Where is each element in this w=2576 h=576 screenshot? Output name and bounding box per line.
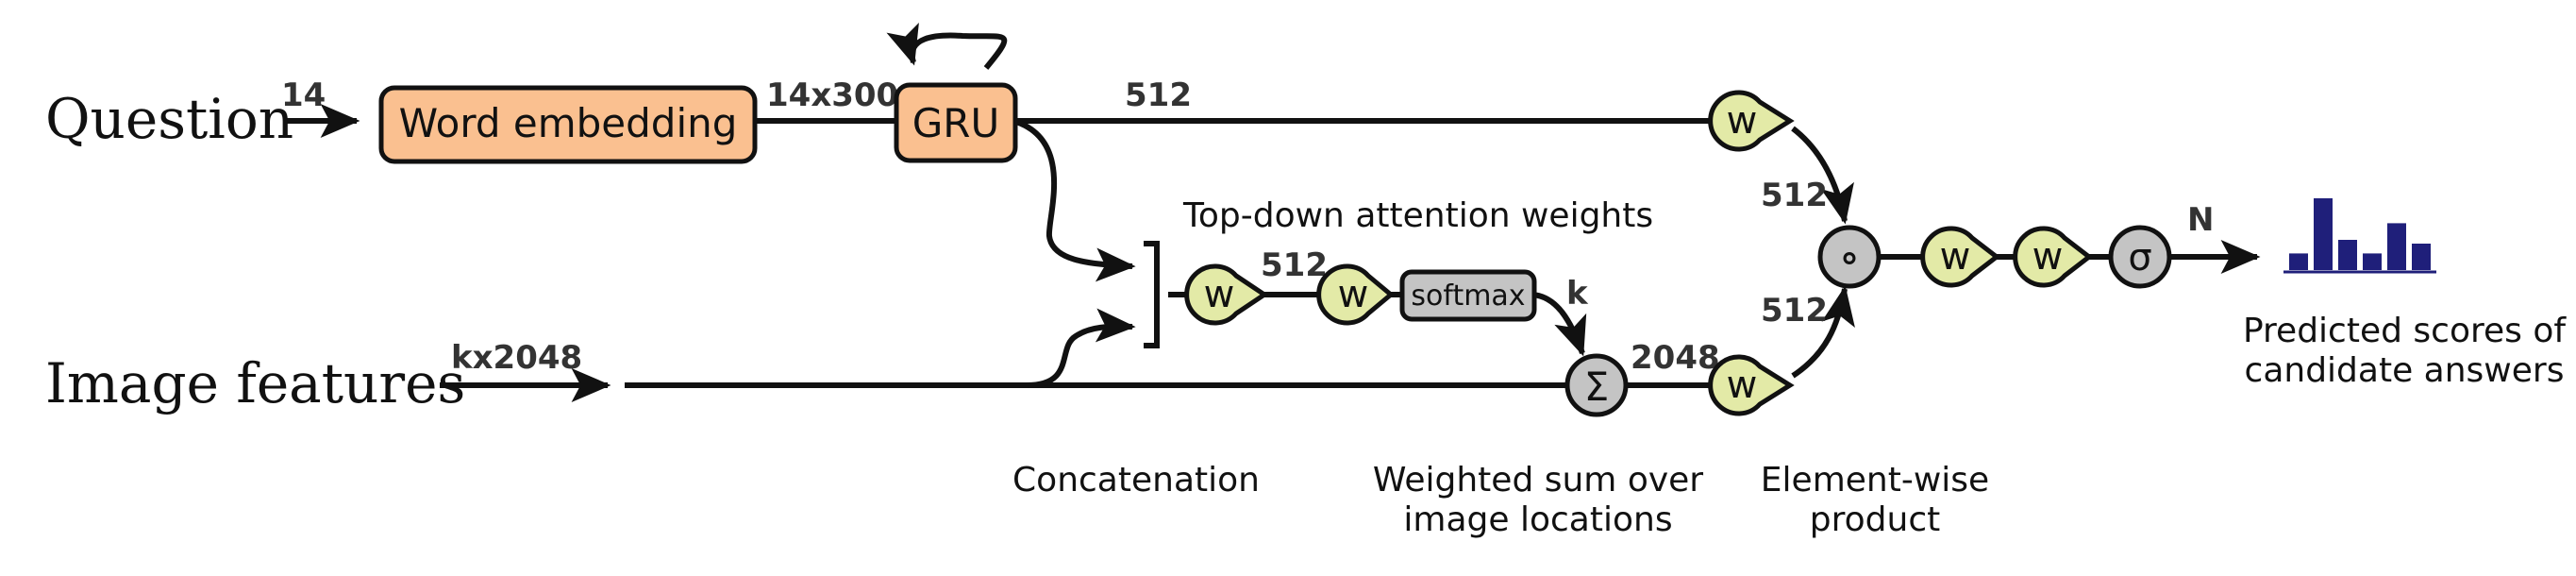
gru-recurrent-loop <box>886 23 1008 70</box>
weighted-sum-caption-line1: Weighted sum over <box>1373 461 1703 500</box>
dim-weighted-sum-output: 2048 <box>1631 339 1720 377</box>
weighted-sum-circle <box>1564 353 1629 417</box>
score-bar-4 <box>2363 253 2382 270</box>
softmax-label: softmax <box>1411 280 1525 313</box>
concatenation-bracket <box>1144 241 1160 348</box>
question-label: Question <box>45 87 293 151</box>
edges <box>283 23 2261 402</box>
classifier-w4-node: w <box>2013 226 2094 288</box>
image-features-label: Image features <box>45 351 465 415</box>
dim-question-projection: 512 <box>1761 177 1828 214</box>
dim-softmax-output: k <box>1566 275 1589 313</box>
softmax-node: softmax <box>1399 269 1537 322</box>
edge-image-projection-product <box>1791 285 1855 379</box>
score-bar-1 <box>2289 253 2308 270</box>
predicted-caption-line2: candidate answers <box>2245 351 2565 390</box>
classifier-w3-shape <box>1920 226 2001 288</box>
dim-gru-output: 512 <box>1125 76 1192 114</box>
labels: Question Image features 14 14x300 512 kx… <box>45 76 2567 539</box>
edge-question-projection-product <box>1791 126 1854 225</box>
score-bar-6 <box>2412 244 2431 270</box>
word-embedding-node: Word embedding <box>378 85 758 164</box>
weighted-sum-node: Σ <box>1564 353 1629 417</box>
classifier-w4-label: w <box>2032 235 2064 279</box>
dim-question-length: 14 <box>281 76 326 114</box>
sigmoid-node: σ <box>2108 225 2172 289</box>
gru-node: GRU <box>894 82 1018 163</box>
attention-weights-caption: Top-down attention weights <box>1182 196 1653 235</box>
classifier-w4-shape <box>2013 226 2094 288</box>
image-projection-node: w <box>1708 354 1795 416</box>
predicted-scores-bars <box>2283 198 2436 274</box>
elementwise-product-node: ∘ <box>1817 225 1882 289</box>
word-embedding-label: Word embedding <box>399 100 738 146</box>
dim-image-projection: 512 <box>1761 292 1828 330</box>
concatenation-caption: Concatenation <box>1012 461 1260 500</box>
score-bar-5 <box>2387 223 2406 270</box>
edge-gru-concat <box>1012 118 1136 282</box>
dim-attention-hidden: 512 <box>1261 246 1328 284</box>
score-bar-2 <box>2314 198 2333 270</box>
attention-w2-node: w <box>1316 263 1395 326</box>
word-embedding-box <box>378 85 758 164</box>
edge-softmax-sum <box>1531 292 1587 357</box>
elementwise-product-label: ∘ <box>1837 236 1861 280</box>
image-projection-label: w <box>1727 364 1758 407</box>
question-projection-node: w <box>1708 90 1795 152</box>
edge-image-concat <box>1026 308 1136 388</box>
weighted-sum-caption-line2: image locations <box>1403 500 1672 539</box>
question-projection-shape <box>1708 90 1795 152</box>
predicted-caption-line1: Predicted scores of <box>2243 312 2567 350</box>
classifier-w3-label: w <box>1940 235 1971 279</box>
score-bar-3 <box>2338 240 2357 270</box>
softmax-box <box>1399 269 1537 322</box>
elementwise-caption-line1: Element-wise <box>1761 461 1989 500</box>
image-projection-shape <box>1708 354 1795 416</box>
nodes: Word embedding GRU w w w w w <box>378 82 2172 417</box>
attention-w1-label: w <box>1204 273 1235 316</box>
dim-image-input: kx2048 <box>451 339 582 377</box>
elementwise-caption-line2: product <box>1810 500 1940 539</box>
attention-w1-shape <box>1184 263 1269 326</box>
attention-w1-node: w <box>1184 263 1269 326</box>
dim-classifier-output: N <box>2187 201 2214 239</box>
classifier-w3-node: w <box>1920 226 2001 288</box>
gru-box <box>894 82 1018 163</box>
sigmoid-label: σ <box>2128 236 2151 280</box>
attention-w2-shape <box>1316 263 1395 326</box>
dim-embedding-output: 14x300 <box>766 76 898 114</box>
weighted-sum-label: Σ <box>1584 364 1610 410</box>
question-projection-label: w <box>1727 99 1758 143</box>
gru-label: GRU <box>912 100 999 146</box>
elementwise-product-circle <box>1817 225 1882 289</box>
attention-w2-label: w <box>1338 273 1369 316</box>
sigmoid-circle <box>2108 225 2172 289</box>
